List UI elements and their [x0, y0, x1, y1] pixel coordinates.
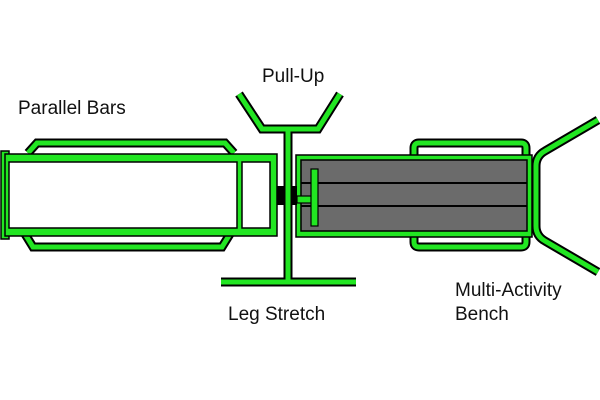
multi-activity-bench	[295, 154, 533, 238]
label-leg-stretch: Leg Stretch	[228, 304, 326, 325]
label-parallel-bars: Parallel Bars	[18, 98, 126, 119]
parallel-bars	[0, 150, 278, 240]
label-pull-up: Pull-Up	[262, 66, 325, 87]
label-bench-line1: Multi-Activity	[455, 280, 562, 301]
label-bench-line2: Bench	[455, 304, 509, 325]
